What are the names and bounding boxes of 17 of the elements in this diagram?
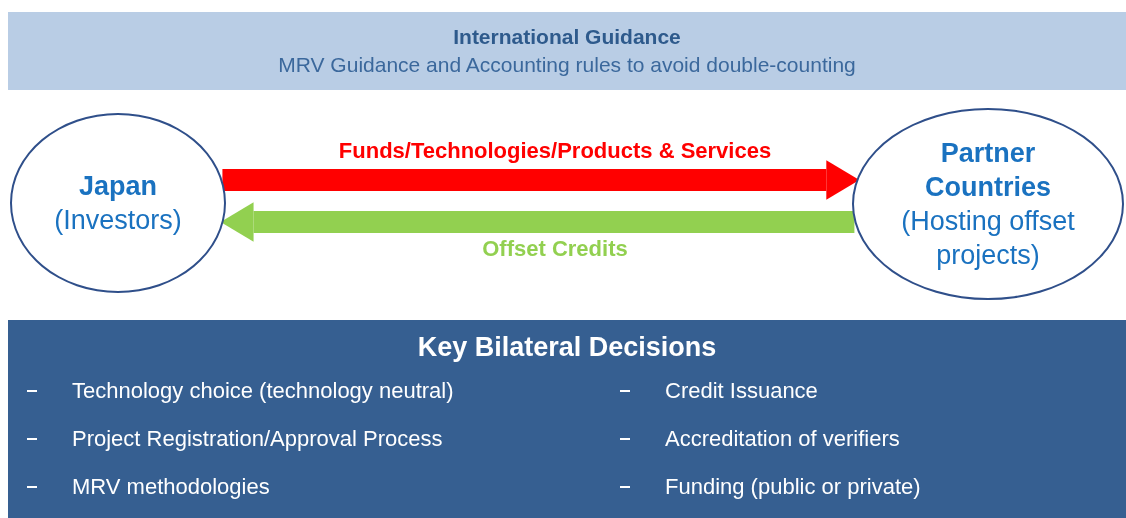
band-subtitle: MRV Guidance and Accounting rules to avoid double-counting — [278, 52, 856, 78]
guidance-band — [8, 12, 1126, 90]
decisions-panel — [8, 320, 1126, 518]
panel-title: Key Bilateral Decisions — [416, 331, 718, 364]
ellipse-subtitle: (Hosting offset projects) — [900, 205, 1076, 272]
decision-item: MRV methodologies — [72, 474, 270, 500]
edge-label: Offset Credits — [481, 235, 629, 263]
decision-item: Funding (public or private) — [665, 474, 921, 500]
ellipse-title: Partner Countries — [924, 137, 1052, 204]
ellipse-title: Japan — [78, 170, 157, 203]
band-title: International Guidance — [453, 24, 681, 50]
decision-item: Accreditation of verifiers — [665, 426, 900, 452]
edge-label: Funds/Technologies/Products & Services — [337, 137, 773, 165]
decision-item: Technology choice (technology neutral) — [72, 378, 454, 404]
decision-item: Credit Issuance — [665, 378, 818, 404]
decision-item: Project Registration/Approval Process — [72, 426, 443, 452]
ellipse-subtitle: (Investors) — [54, 204, 182, 237]
